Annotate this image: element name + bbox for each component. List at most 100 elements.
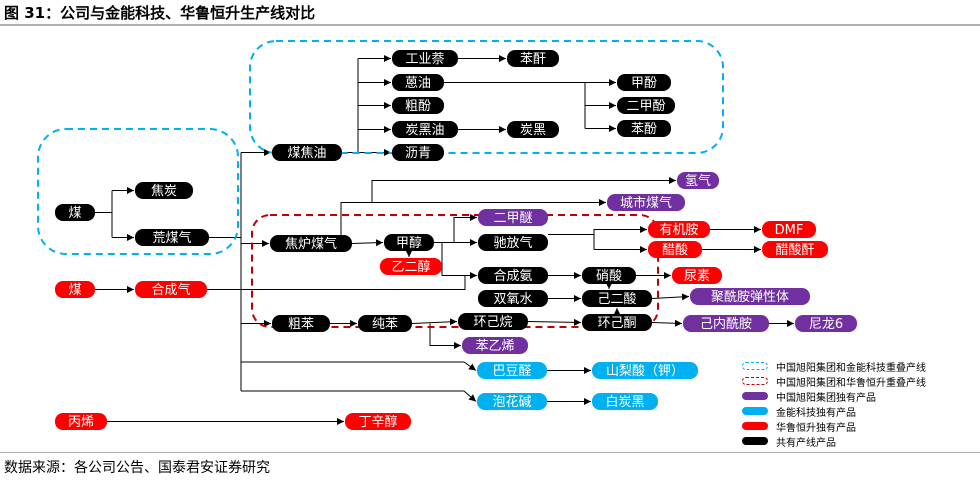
legend-label: 中国旭阳集团独有产品 bbox=[776, 393, 876, 404]
node-coal2-label: 煤 bbox=[68, 283, 81, 298]
node-crotonaldehyde-pill bbox=[477, 362, 547, 379]
node-acetic-acid-pill bbox=[648, 241, 702, 258]
arrow-to-cyclohexanone bbox=[527, 318, 582, 326]
node-carbon-black-oil-label: 炭黑油 bbox=[405, 123, 444, 138]
node-phenol: 苯酚 bbox=[617, 120, 671, 137]
node-phenol-pill bbox=[617, 120, 671, 137]
node-polyamide-elastomer-pill bbox=[690, 288, 810, 305]
node-caprolactam: 己内酰胺 bbox=[683, 315, 769, 332]
node-coke: 焦炭 bbox=[135, 182, 193, 199]
node-cyclohexane-label: 环己烷 bbox=[473, 315, 512, 330]
node-styrene-label: 苯乙烯 bbox=[475, 339, 514, 354]
node-coal2-pill bbox=[55, 281, 95, 298]
node-syngas-label: 合成气 bbox=[151, 282, 190, 298]
node-sorbic-acid-label: 山梨酸（钾） bbox=[606, 364, 684, 379]
node-cresol: 甲酚 bbox=[617, 74, 671, 91]
node-pure-benzene: 纯苯 bbox=[358, 315, 412, 332]
node-sorbic-acid: 山梨酸（钾） bbox=[592, 362, 698, 379]
node-coke-oven-gas: 焦炉煤气 bbox=[270, 235, 352, 252]
node-adipic-acid-pill bbox=[582, 290, 652, 307]
node-urea-label: 尿素 bbox=[684, 269, 710, 284]
arrow-to-organic-amine bbox=[593, 226, 647, 235]
node-coal-pill bbox=[55, 204, 95, 221]
node-dme-pill bbox=[478, 209, 548, 226]
arrow-to-methanol bbox=[351, 239, 384, 247]
node-organic-amine-label: 有机胺 bbox=[659, 223, 698, 238]
node-butyl-octanol-label: 丁辛醇 bbox=[358, 414, 397, 430]
node-xylenol-label: 二甲酚 bbox=[626, 99, 665, 114]
node-cyclohexane: 环己烷 bbox=[458, 313, 528, 330]
node-butyl-octanol-pill bbox=[345, 413, 411, 430]
node-foaming-agent-label: 泡花碱 bbox=[492, 394, 531, 410]
node-adipic-acid-label: 己二酸 bbox=[597, 292, 636, 307]
node-styrene: 苯乙烯 bbox=[462, 337, 528, 354]
node-waste-gas: 荒煤气 bbox=[135, 229, 209, 246]
red-pill-icon bbox=[742, 422, 768, 430]
node-city-gas: 城市煤气 bbox=[607, 194, 685, 211]
syngas-out-line bbox=[207, 275, 466, 290]
node-methanol-pill bbox=[384, 234, 434, 251]
node-purge-gas-pill bbox=[478, 234, 548, 251]
node-waste-gas-label: 荒煤气 bbox=[152, 230, 191, 246]
arrow-to-city-gas bbox=[340, 199, 606, 235]
node-acetic-acid: 醋酸 bbox=[648, 241, 702, 258]
purple-pill-icon bbox=[742, 392, 768, 400]
legend-label: 共有产线产品 bbox=[776, 438, 836, 449]
node-phthalic-label: 苯酐 bbox=[520, 52, 546, 67]
node-asphalt-pill bbox=[392, 144, 444, 161]
node-coal-tar-pill bbox=[272, 144, 342, 161]
node-city-gas-label: 城市煤气 bbox=[620, 195, 672, 211]
node-ethylene-glycol: 乙二醇 bbox=[380, 258, 442, 275]
overlap-regions bbox=[37, 40, 724, 328]
node-pure-benzene-label: 纯苯 bbox=[372, 317, 398, 332]
node-white-carbon-black-label: 白炭黑 bbox=[605, 394, 644, 410]
node-hydrogen-peroxide-label: 双氧水 bbox=[493, 292, 532, 307]
node-propylene-label: 丙烯 bbox=[68, 415, 94, 430]
node-hydrogen-label: 氢气 bbox=[685, 173, 711, 189]
arrow-to-caprolactam bbox=[651, 319, 683, 327]
dashed-red-line-icon bbox=[742, 377, 768, 385]
node-white-carbon-black: 白炭黑 bbox=[592, 393, 658, 410]
node-coal-tar-label: 煤焦油 bbox=[287, 146, 326, 161]
node-synthetic-ammonia-pill bbox=[478, 267, 548, 284]
node-adipic-acid: 己二酸 bbox=[582, 290, 652, 307]
node-crotonaldehyde-label: 巴豆醛 bbox=[492, 363, 531, 379]
connectors bbox=[95, 55, 794, 425]
node-anthracene-oil: 蒽油 bbox=[392, 74, 444, 91]
arrow-to-foaming-agent bbox=[241, 390, 477, 402]
node-urea: 尿素 bbox=[672, 267, 722, 284]
arrow-to-cyclohexane bbox=[411, 318, 458, 326]
node-organic-amine-pill bbox=[648, 221, 710, 238]
node-anthracene-oil-label: 蒽油 bbox=[405, 76, 431, 91]
node-asphalt: 沥青 bbox=[392, 144, 444, 161]
node-carbon-black-label: 炭黑 bbox=[520, 123, 546, 138]
black-pill-icon bbox=[742, 437, 768, 445]
node-syngas-pill bbox=[135, 281, 207, 298]
title-divider bbox=[0, 24, 980, 26]
node-ethylene-glycol-pill bbox=[380, 258, 442, 275]
node-pure-benzene-pill bbox=[358, 315, 412, 332]
node-crude-benzene: 粗苯 bbox=[272, 315, 330, 332]
blue-pill-icon bbox=[742, 407, 768, 415]
node-coke-label: 焦炭 bbox=[151, 184, 177, 199]
node-coal-tar: 煤焦油 bbox=[272, 144, 342, 161]
arrow-to-dme bbox=[453, 214, 477, 243]
node-naphthalene: 工业萘 bbox=[392, 50, 458, 67]
node-nitric-acid-pill bbox=[582, 267, 636, 284]
node-white-carbon-black-pill bbox=[592, 393, 658, 410]
node-acetic-anhydride: 醋酸酐 bbox=[762, 241, 828, 258]
node-cresol-pill bbox=[617, 74, 671, 91]
arrow-to-polyamide-elastomer bbox=[651, 293, 690, 301]
overlap-region-blue-coal bbox=[37, 128, 239, 255]
node-carbon-black-oil-pill bbox=[392, 121, 458, 138]
node-caprolactam-label: 己内酰胺 bbox=[700, 316, 752, 332]
node-foaming-agent: 泡花碱 bbox=[477, 393, 547, 410]
node-dme: 二甲醚 bbox=[478, 209, 548, 226]
node-propylene: 丙烯 bbox=[55, 413, 107, 430]
node-coke-pill bbox=[135, 182, 193, 199]
node-hydrogen-pill bbox=[677, 172, 719, 189]
node-waste-gas-pill bbox=[135, 229, 209, 246]
node-coal: 煤 bbox=[55, 204, 95, 221]
node-nitric-acid-label: 硝酸 bbox=[596, 269, 622, 284]
